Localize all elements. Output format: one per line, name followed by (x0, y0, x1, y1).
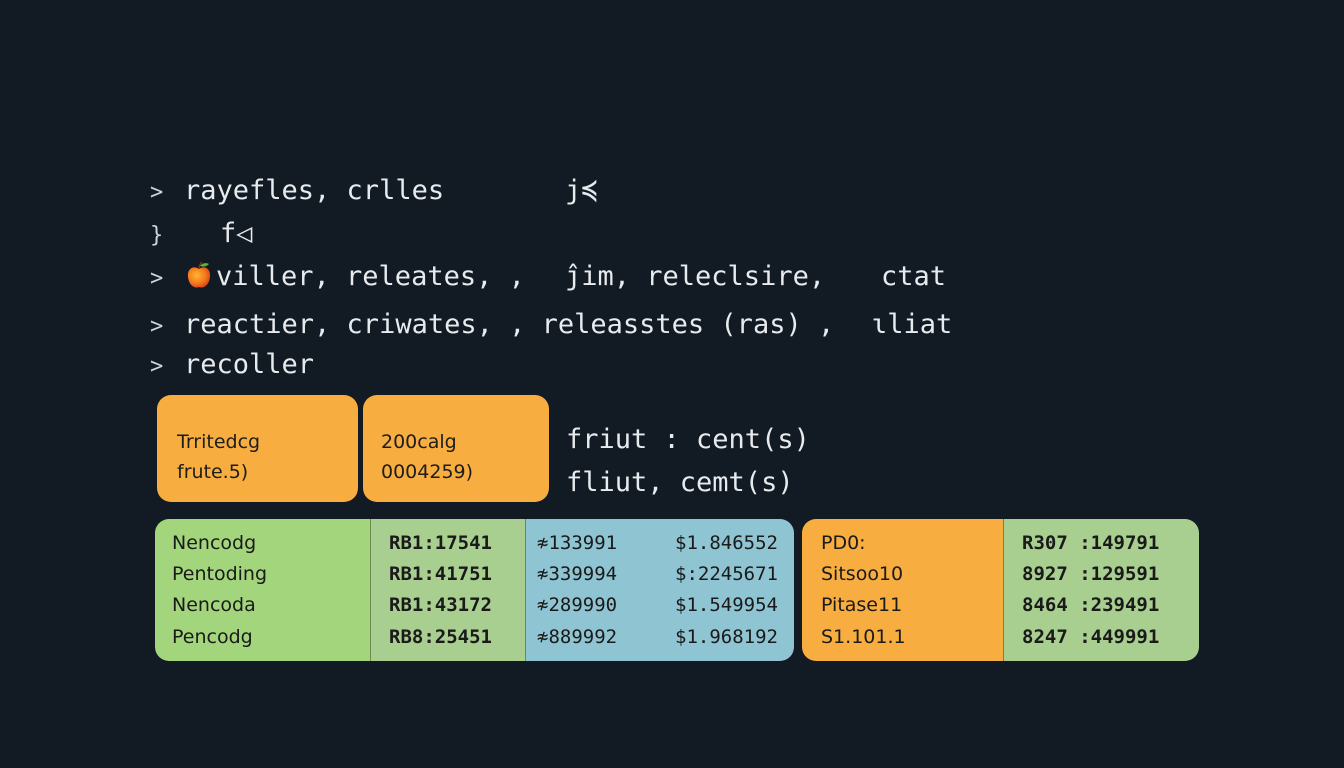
table-cell: Sitsoo10 (821, 563, 904, 585)
table-cell: 8464 :239491 (1022, 594, 1160, 616)
terminal-text: reactier, criwates, , releasstes (ras) , (184, 309, 835, 340)
terminal-text: viller, releates, , (216, 261, 525, 292)
table-column-name: Nencodg Pentoding Nencoda Pencodg (155, 519, 371, 661)
table-cell: RB1:41751 (389, 563, 492, 585)
prompt-symbol: > (150, 354, 164, 379)
table-cell: RB1:43172 (389, 594, 492, 616)
terminal-line-5: > recoller (150, 348, 314, 382)
terminal-line-2: } f◁ (150, 217, 253, 251)
table-cell: ≉339994 (537, 563, 618, 585)
prompt-symbol: > (150, 180, 164, 205)
prompt-symbol: } (150, 223, 164, 248)
table-column-amounts: ≉133991 ≉339994 ≉289990 ≉889992 $1.84655… (526, 519, 794, 661)
terminal-line-3: > viller, releates, , ĵim, releclsire, ct… (150, 260, 946, 294)
terminal-text: ɩliat (871, 309, 953, 340)
terminal-text: ctat (881, 261, 947, 292)
info-card-title: 200calg (381, 431, 457, 453)
terminal-text: ĵim, releclsire, (565, 261, 826, 292)
table-cell: $1.549954 (675, 594, 778, 616)
apple-icon (184, 260, 214, 290)
table-cell: ≉289990 (537, 594, 618, 616)
data-table-left: Nencodg Pentoding Nencoda Pencodg RB1:17… (155, 519, 794, 661)
fruit-count-line-1: friut : cent(s) (566, 424, 810, 455)
table-cell: R307 :149791 (1022, 532, 1160, 554)
table-cell: $:2245671 (675, 563, 778, 585)
terminal-text: f◁ (220, 218, 253, 249)
info-card-title: Trritedcg (177, 431, 261, 453)
table-cell: Pencodg (172, 626, 253, 648)
table-cell: RB1:17541 (389, 532, 492, 554)
data-table-right: PD0: Sitsoo10 Pitase11 S1.101.1 R307 :14… (802, 519, 1199, 661)
table-column-code: RB1:17541 RB1:41751 RB1:43172 RB8:25451 (371, 519, 526, 661)
info-card-1: Trritedcg frute.5) (157, 395, 358, 502)
info-card-value: frute.5) (177, 461, 249, 483)
table-cell: ≉133991 (537, 532, 618, 554)
terminal-line-4: > reactier, criwates, , releasstes (ras) … (150, 308, 952, 342)
terminal-text: j≼ (565, 175, 598, 206)
table-cell: Nencoda (172, 594, 256, 616)
info-card-2: 200calg 0004259) (363, 395, 549, 502)
prompt-symbol: > (150, 314, 164, 339)
fruit-count-line-2: fliut, cemt(s) (566, 467, 794, 498)
table-cell: 8247 :449991 (1022, 626, 1160, 648)
info-card-value: 0004259) (381, 461, 474, 483)
table-column-value: R307 :149791 8927 :129591 8464 :239491 8… (1004, 519, 1199, 661)
terminal-text: rayefles, crlles (184, 175, 445, 206)
table-cell: PD0: (821, 532, 866, 554)
table-cell: ≉889992 (537, 626, 618, 648)
terminal-text: recoller (184, 349, 315, 380)
prompt-symbol: > (150, 266, 164, 291)
terminal-line-1: > rayefles, crlles j≼ (150, 174, 598, 208)
table-column-label: PD0: Sitsoo10 Pitase11 S1.101.1 (802, 519, 1004, 661)
table-cell: 8927 :129591 (1022, 563, 1160, 585)
table-cell: S1.101.1 (821, 626, 906, 648)
table-cell: $1.968192 (675, 626, 778, 648)
table-cell: Pentoding (172, 563, 268, 585)
table-cell: Pitase11 (821, 594, 903, 616)
table-cell: $1.846552 (675, 532, 778, 554)
table-cell: Nencodg (172, 532, 257, 554)
table-cell: RB8:25451 (389, 626, 492, 648)
